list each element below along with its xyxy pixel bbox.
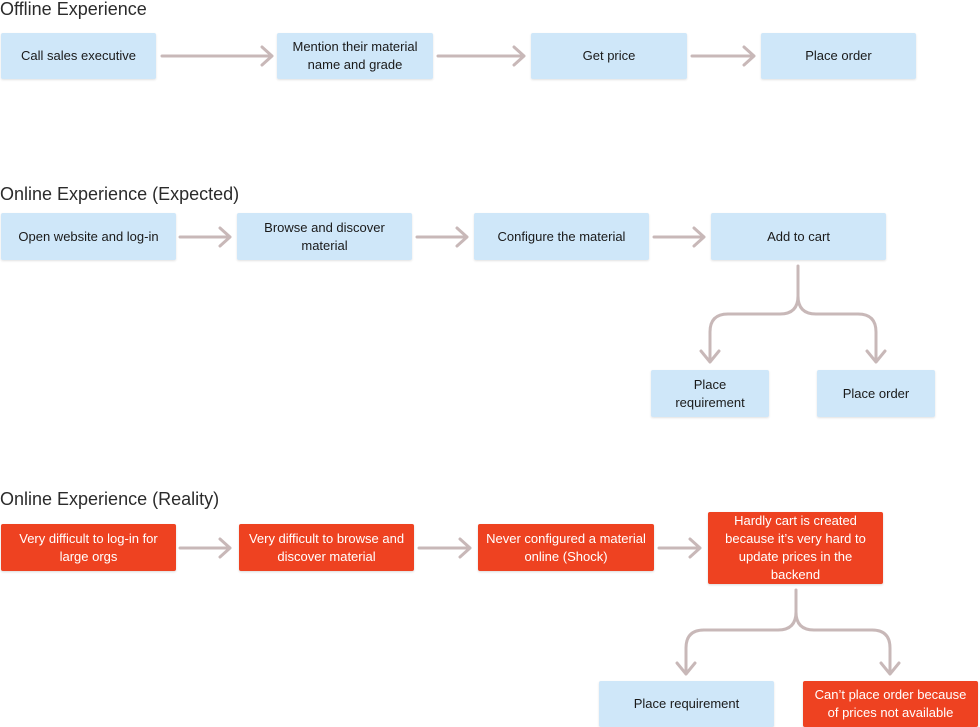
expected-step-2: Browse and discover material [237,213,412,260]
arrow-reality-3-4 [657,537,702,559]
offline-step-3: Get price [531,33,687,79]
arrow-expected-1-2 [178,226,232,248]
offline-step-2: Mention their material name and grade [277,33,433,79]
arrow-offline-2-3 [436,45,526,67]
arrow-expected-2-3 [415,226,469,248]
expected-step-4: Add to cart [711,213,886,260]
expected-branch-2: Place order [817,370,935,417]
expected-step-3: Configure the material [474,213,649,260]
branch-reality [675,588,901,676]
offline-section-title: Offline Experience [0,0,147,19]
arrow-expected-3-4 [652,226,706,248]
arrow-reality-2-3 [417,537,472,559]
branch-expected [699,264,887,364]
reality-section-title: Online Experience (Reality) [0,489,220,509]
offline-step-4: Place order [761,33,916,79]
reality-step-1: Very difficult to log-in for large orgs [1,524,176,571]
reality-branch-1: Place requirement [599,681,774,727]
reality-step-2: Very difficult to browse and discover ma… [239,524,414,571]
arrow-offline-3-4 [690,45,756,67]
expected-step-1: Open website and log-in [1,213,176,260]
reality-step-4: Hardly cart is created because it’s very… [708,512,883,584]
reality-branch-2: Can’t place order because of prices not … [803,681,978,727]
reality-step-3: Never configured a material online (Shoc… [478,524,654,571]
arrow-reality-1-2 [178,537,232,559]
expected-section-title: Online Experience (Expected) [0,184,240,204]
arrow-offline-1-2 [160,45,274,67]
offline-step-1: Call sales executive [1,33,156,79]
expected-branch-1: Place requirement [651,370,769,417]
